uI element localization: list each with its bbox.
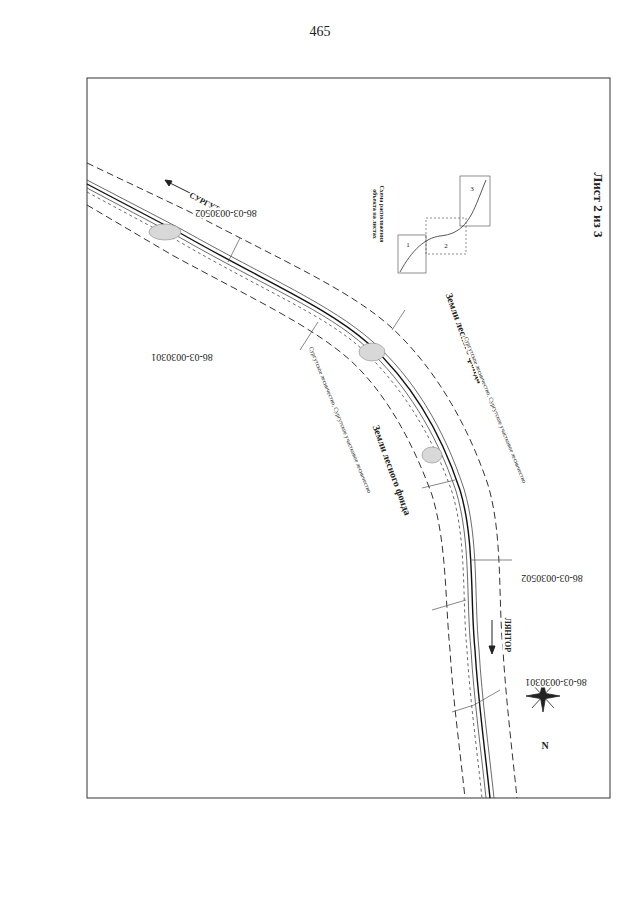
boundary-line	[87, 163, 517, 798]
north-label: N	[540, 740, 549, 751]
inset-scheme	[398, 176, 490, 273]
earthworks	[149, 224, 442, 463]
direction-arrow	[165, 180, 495, 654]
land-category: Земли лесного фонда	[370, 422, 414, 517]
sheet-number: Лист 2 из 3	[591, 172, 605, 239]
side-roads	[228, 238, 512, 712]
page-number: 465	[309, 24, 332, 39]
inset-number: 1	[405, 242, 411, 250]
inset-number: 2	[443, 243, 449, 251]
inset-title: Схема расположения объекта на листах	[371, 184, 384, 244]
forestry-label: Сургутское лесничество, Сургутское участ…	[307, 345, 373, 495]
road	[87, 180, 494, 798]
inset-number: 3	[469, 186, 475, 194]
forestry-label: Сургутское лесничество, Сургутское участ…	[462, 335, 528, 485]
cadastral-number: 86-03-0030301	[524, 677, 588, 688]
cadastral-number: 86-03-0030301	[150, 352, 214, 363]
cadastral-number: 86-03-0030502	[520, 573, 584, 584]
boundary-line	[87, 205, 465, 798]
cadastral-number: 86-03-0030502	[194, 208, 258, 219]
sheet-frame	[87, 78, 610, 798]
direction-label: ЛЯНТОР	[503, 617, 512, 653]
